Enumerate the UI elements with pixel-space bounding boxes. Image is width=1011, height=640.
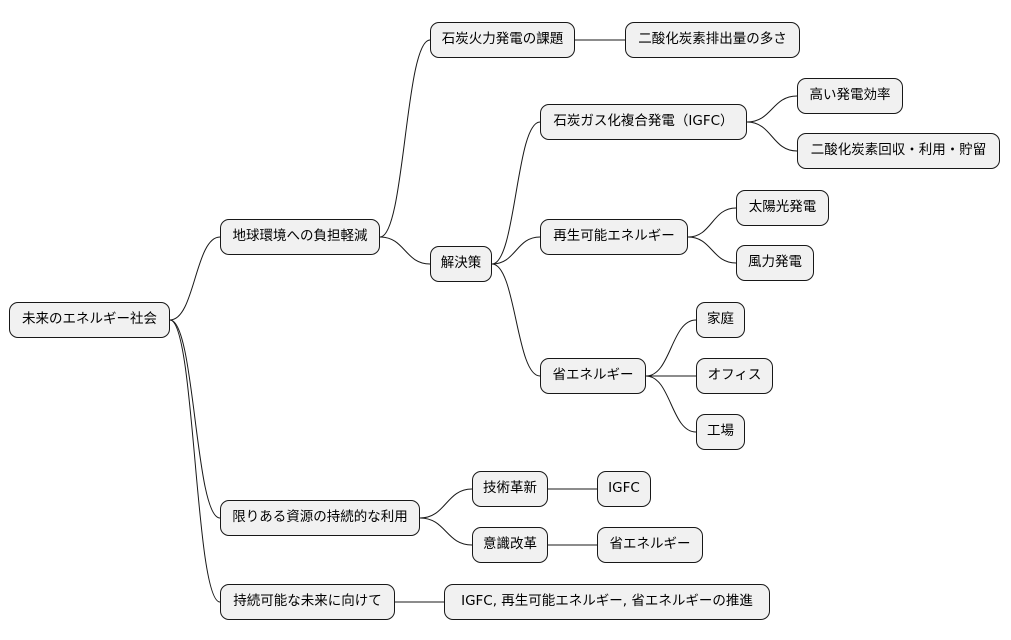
- node-energy-saving: 省エネルギー: [540, 358, 646, 394]
- edge-renewable-solar: [687, 207, 737, 238]
- node-solutions: 解決策: [430, 246, 492, 282]
- node-wind: 風力発電: [736, 245, 814, 281]
- edge-root-future: [169, 319, 221, 603]
- edge-solutions-saving: [491, 263, 541, 377]
- node-tech-innovation: 技術革新: [472, 471, 548, 507]
- node-factory: 工場: [696, 414, 745, 450]
- edge-resources-tech: [419, 488, 473, 519]
- node-renewable: 再生可能エネルギー: [540, 219, 688, 255]
- node-energy-saving-2: 省エネルギー: [597, 527, 703, 563]
- edge-resources-awareness: [419, 517, 473, 546]
- node-high-efficiency: 高い発電効率: [797, 78, 903, 114]
- edge-solutions-igfc: [491, 121, 541, 265]
- node-solar: 太陽光発電: [736, 190, 829, 226]
- edge-igfc-ccus: [746, 121, 798, 152]
- edge-saving-home: [645, 319, 697, 377]
- node-home: 家庭: [696, 302, 745, 338]
- node-future: 持続可能な未来に向けて: [220, 584, 395, 620]
- node-igfc-full: 石炭ガス化複合発電（IGFC）: [540, 104, 747, 140]
- node-coal-issue: 石炭火力発電の課題: [430, 22, 575, 58]
- node-ccus: 二酸化炭素回収・利用・貯留: [797, 133, 1000, 169]
- node-root: 未来のエネルギー社会: [9, 302, 170, 338]
- node-co2-emission: 二酸化炭素排出量の多さ: [625, 22, 800, 58]
- node-resources: 限りある資源の持続的な利用: [220, 500, 420, 536]
- edge-root-burden: [169, 236, 221, 321]
- node-office: オフィス: [696, 358, 773, 394]
- edge-burden-coal: [379, 39, 431, 238]
- edge-igfc-efficiency: [746, 95, 798, 123]
- edge-burden-solutions: [379, 236, 431, 265]
- edge-root-resources: [169, 319, 221, 519]
- node-igfc: IGFC: [597, 471, 651, 507]
- edge-saving-factory: [645, 375, 697, 433]
- node-awareness-reform: 意識改革: [472, 527, 548, 563]
- node-promotion: IGFC, 再生可能エネルギー, 省エネルギーの推進: [444, 584, 770, 620]
- edge-renewable-wind: [687, 236, 737, 264]
- node-burden: 地球環境への負担軽減: [220, 219, 380, 255]
- edge-solutions-renewable: [491, 236, 541, 265]
